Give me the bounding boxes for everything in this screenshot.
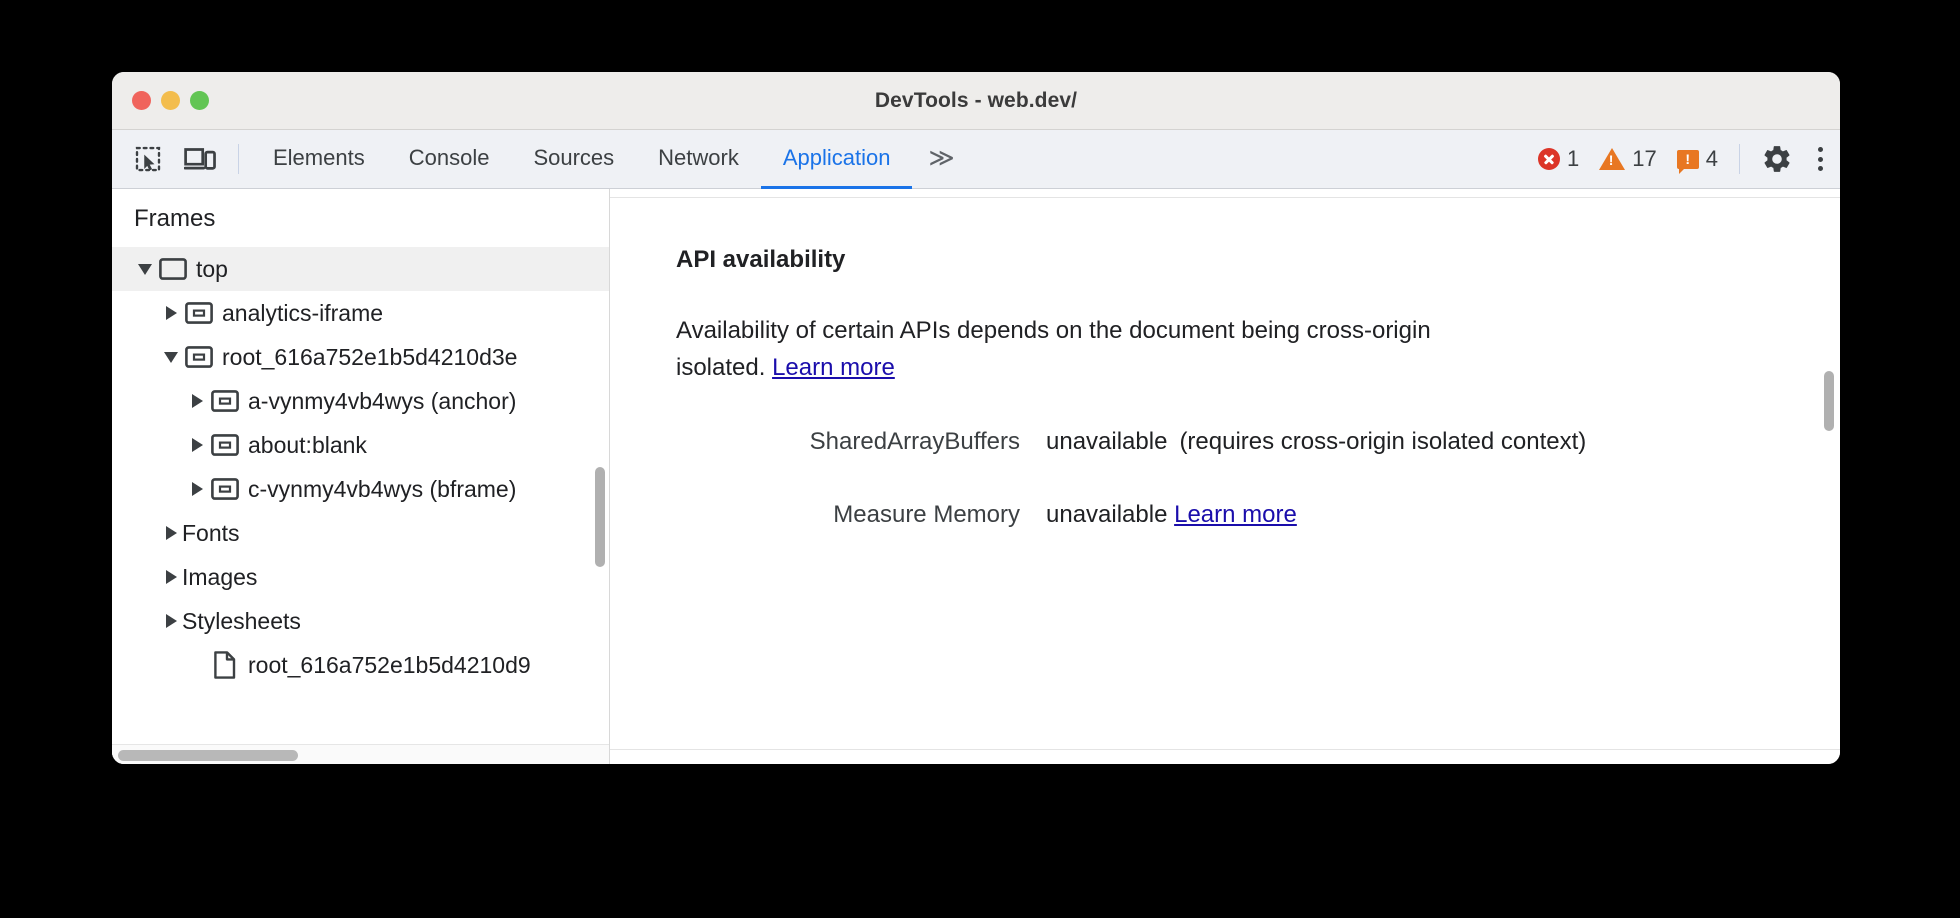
tree-item-anchor-frame[interactable]: a-vynmy4vb4wys (anchor): [112, 379, 609, 423]
kebab-dot: [1817, 156, 1823, 162]
learn-more-link[interactable]: Learn more: [772, 354, 895, 382]
more-tabs-icon[interactable]: ≫: [928, 144, 954, 172]
window-title: DevTools - web.dev/: [874, 88, 1078, 112]
tree-item-label: Stylesheets: [182, 607, 301, 634]
gear-icon[interactable]: [1754, 130, 1800, 188]
tree-item-label: about:blank: [248, 431, 367, 458]
devtools-window: DevTools - web.dev/ Elements Console Sou…: [112, 72, 1840, 764]
tree-item-analytics-iframe[interactable]: analytics-iframe: [112, 291, 609, 335]
tree-item-label: Images: [182, 563, 258, 590]
frame-window-icon: [156, 258, 190, 280]
tab-sources[interactable]: Sources: [533, 145, 615, 170]
tree-item-fonts[interactable]: Fonts: [112, 511, 609, 555]
tab-application[interactable]: Application: [760, 130, 913, 189]
error-badge[interactable]: 1: [1531, 146, 1586, 172]
iframe-icon: [182, 302, 216, 324]
sidebar-horizontal-scrollbar-track[interactable]: [112, 744, 609, 764]
tab-elements[interactable]: Elements: [273, 145, 365, 170]
tree-item-label: c-vynmy4vb4wys (bframe): [248, 475, 517, 502]
measure-memory-learn-more-link[interactable]: Learn more: [1174, 501, 1297, 529]
kebab-menu-icon[interactable]: [1800, 130, 1840, 188]
frames-sidebar: Frames top: [112, 189, 610, 764]
warning-icon: [1599, 148, 1626, 170]
tree-item-stylesheets[interactable]: Stylesheets: [112, 599, 609, 643]
section-divider-top: [610, 197, 1840, 198]
chevron-right-icon[interactable]: [186, 482, 208, 496]
issue-count: 4: [1705, 146, 1718, 171]
tree-item-top[interactable]: top: [112, 247, 609, 291]
devtools-toolbar: Elements Console Sources Network Applica…: [112, 130, 1840, 189]
tree-item-about-blank[interactable]: about:blank: [112, 423, 609, 467]
chevron-right-icon[interactable]: [160, 526, 182, 540]
issues-badge[interactable]: ! 4: [1670, 146, 1725, 174]
toolbar-divider-right: [1739, 144, 1740, 174]
section-description: Availability of certain APIs depends on …: [676, 312, 1476, 387]
close-window-button[interactable]: [132, 91, 151, 110]
device-toolbar-icon[interactable]: [174, 130, 226, 188]
chevron-right-icon[interactable]: [186, 438, 208, 452]
iframe-icon: [208, 434, 242, 456]
tree-item-label: a-vynmy4vb4wys (anchor): [248, 387, 517, 414]
error-count: 1: [1567, 146, 1580, 171]
inspect-element-icon[interactable]: [122, 130, 174, 188]
api-availability-status: unavailable: [1046, 501, 1168, 529]
chevron-down-icon[interactable]: [160, 351, 182, 363]
window-titlebar: DevTools - web.dev/: [112, 72, 1840, 130]
warning-badge[interactable]: 17: [1592, 146, 1663, 172]
description-text: Availability of certain APIs depends on …: [676, 317, 1431, 382]
tree-item-label: Fonts: [182, 519, 240, 546]
api-row-key: SharedArrayBuffers: [809, 427, 1020, 455]
traffic-lights: [112, 91, 209, 110]
warning-count: 17: [1632, 146, 1657, 171]
tree-item-bframe[interactable]: c-vynmy4vb4wys (bframe): [112, 467, 609, 511]
application-main-panel: API availability Availability of certain…: [610, 189, 1840, 764]
api-availability-status: unavailable: [1046, 427, 1168, 455]
maximize-window-button[interactable]: [190, 91, 209, 110]
frames-tree: top analytics-iframe: [112, 247, 609, 687]
chevron-down-icon[interactable]: [134, 263, 156, 275]
iframe-icon: [208, 478, 242, 500]
api-row-sharedarraybuffers: SharedArrayBuffers unavailable (requires …: [676, 423, 1840, 460]
toolbar-spacer: [969, 130, 1531, 188]
api-row-value: unavailable (requires cross-origin isolat…: [1046, 423, 1840, 460]
tree-item-images[interactable]: Images: [112, 555, 609, 599]
chevron-right-icon[interactable]: [160, 306, 182, 320]
sidebar-title: Frames: [112, 189, 609, 247]
chevron-right-icon[interactable]: [160, 614, 182, 628]
tree-item-label: root_616a752e1b5d4210d3e: [222, 343, 518, 370]
error-icon: [1538, 148, 1561, 170]
tree-item-label: analytics-iframe: [222, 299, 384, 326]
status-badges: 1 17 ! 4: [1531, 130, 1729, 188]
section-title: API availability: [676, 246, 846, 273]
toolbar-divider: [238, 144, 239, 174]
api-row-value: unavailable Learn more: [1046, 496, 1840, 533]
section-divider-bottom: [610, 749, 1840, 750]
kebab-dot: [1817, 147, 1823, 152]
api-row-key: Measure Memory: [833, 501, 1020, 529]
minimize-window-button[interactable]: [161, 91, 180, 110]
document-icon: [208, 651, 242, 679]
api-row-note: (requires cross-origin isolated context): [1179, 427, 1587, 455]
sidebar-horizontal-scrollbar-thumb[interactable]: [118, 750, 298, 761]
tree-item-label: root_616a752e1b5d4210d9: [248, 651, 531, 678]
main-vertical-scrollbar[interactable]: [1824, 371, 1834, 431]
tab-console[interactable]: Console: [408, 145, 490, 170]
api-row-measure-memory: Measure Memory unavailable Learn more: [676, 496, 1840, 533]
chevron-right-icon[interactable]: [160, 570, 182, 584]
issue-icon: !: [1676, 149, 1699, 174]
tab-network[interactable]: Network: [658, 145, 739, 170]
tree-item-document[interactable]: root_616a752e1b5d4210d9: [112, 643, 609, 687]
tree-item-label: top: [196, 255, 228, 282]
kebab-dot: [1817, 166, 1823, 171]
tree-item-root-frame[interactable]: root_616a752e1b5d4210d3e: [112, 335, 609, 379]
sidebar-vertical-scrollbar[interactable]: [595, 467, 605, 567]
devtools-body: Frames top: [112, 189, 1840, 764]
chevron-right-icon[interactable]: [186, 394, 208, 408]
iframe-icon: [208, 390, 242, 412]
iframe-icon: [182, 346, 216, 368]
panel-tabs: Elements Console Sources Network Applica…: [251, 130, 969, 189]
